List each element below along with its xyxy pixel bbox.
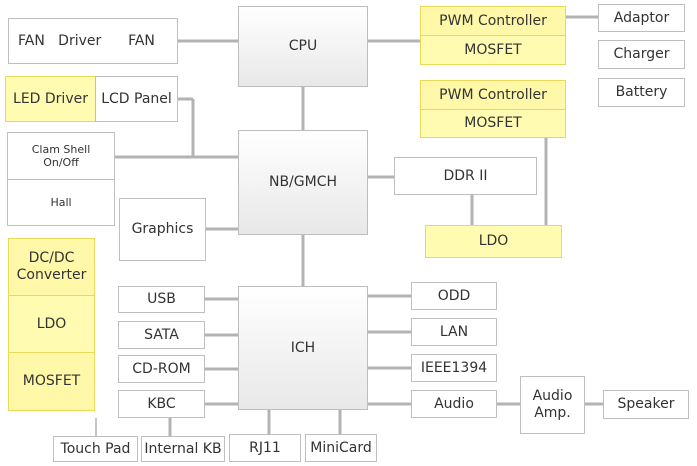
dcdc-converter-box: DC/DC Converter [8, 238, 95, 296]
audio-box: Audio [411, 390, 497, 418]
rj11-box: RJ11 [229, 434, 301, 462]
charger-box: Charger [598, 40, 685, 69]
adaptor-box: Adaptor [598, 4, 685, 32]
ddr2-box: DDR II [394, 157, 537, 195]
clam-shell-box: Clam Shell On/Off [7, 132, 115, 180]
cd-rom-box: CD-ROM [118, 355, 205, 383]
ldo-left-box: LDO [8, 295, 95, 353]
battery-box: Battery [598, 78, 685, 107]
speaker-box: Speaker [603, 390, 689, 419]
mosfet-left-box: MOSFET [8, 352, 95, 411]
audio-amp-box: Audio Amp. [520, 376, 585, 434]
sata-box: SATA [118, 321, 205, 349]
touch-pad-box: Touch Pad [53, 436, 138, 462]
lcd-panel-box: LCD Panel [95, 76, 178, 122]
graphics-box: Graphics [119, 198, 206, 261]
led-driver-box: LED Driver [5, 76, 96, 122]
mosfet-mid: MOSFET [420, 109, 566, 138]
ldo-right-box: LDO [425, 225, 562, 258]
cpu-box: CPU [238, 6, 368, 87]
ich-box: ICH [238, 286, 368, 410]
odd-box: ODD [411, 282, 497, 310]
minicard-box: MiniCard [305, 434, 377, 462]
usb-box: USB [118, 286, 205, 313]
internal-kb-box: Internal KB [141, 436, 225, 462]
mosfet-top: MOSFET [420, 35, 566, 65]
kbc-box: KBC [118, 390, 205, 418]
ieee1394-box: IEEE1394 [411, 354, 497, 382]
fan-box: FAN [106, 18, 178, 64]
hall-box: Hall [7, 179, 115, 226]
lan-box: LAN [411, 318, 497, 346]
fan-driver-box: FAN Driver [8, 18, 101, 64]
pwm-controller-top: PWM Controller [420, 6, 566, 36]
nb-gmch-box: NB/GMCH [238, 130, 368, 235]
pwm-controller-mid: PWM Controller [420, 80, 566, 110]
